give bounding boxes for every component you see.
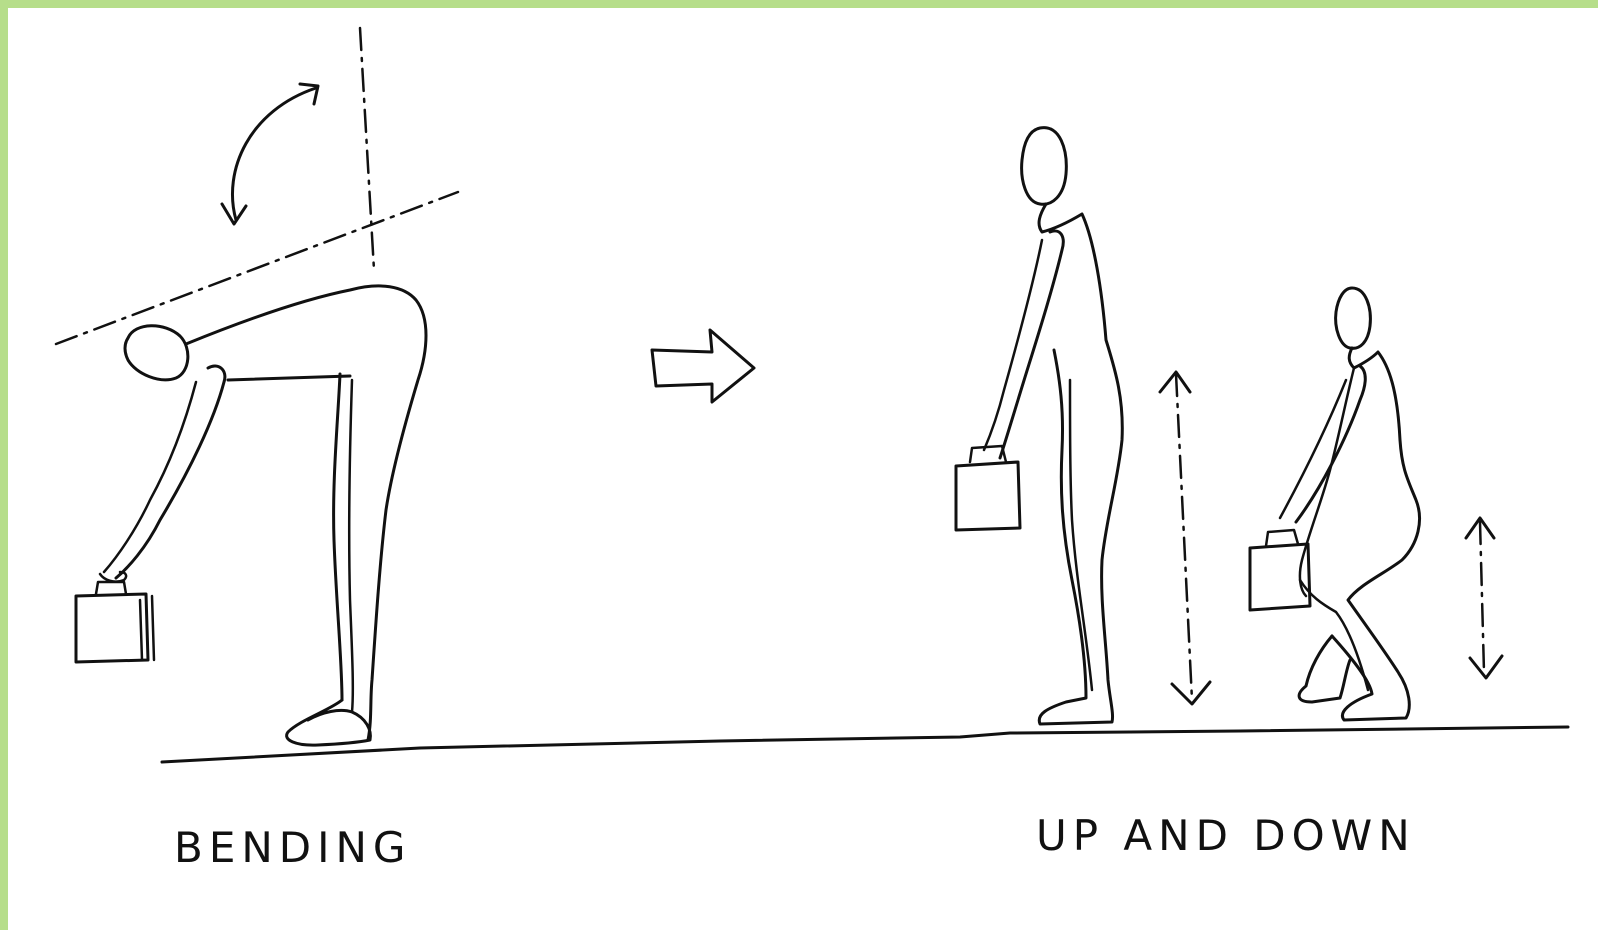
bending-front-leg	[334, 374, 342, 700]
right-arrow-icon	[652, 330, 754, 402]
bending-back	[186, 286, 426, 740]
bending-arm-inner	[104, 382, 196, 572]
standing-arm	[1000, 231, 1063, 458]
bending-feet	[287, 700, 371, 745]
standing-box	[956, 462, 1020, 530]
bending-belly	[228, 376, 350, 380]
up-and-down-caption: UP AND DOWN	[1036, 811, 1416, 860]
bending-hand	[100, 572, 126, 582]
standing-body	[1039, 204, 1122, 724]
squatting-arm	[1296, 366, 1365, 522]
standing-figure	[956, 128, 1210, 724]
vertical-double-arrow-icon	[1160, 372, 1210, 704]
curved-double-arrow-icon	[222, 84, 318, 224]
bending-arm	[116, 366, 225, 578]
bending-box-handle	[96, 582, 126, 594]
bending-head	[125, 326, 188, 380]
bending-back-reference	[56, 192, 458, 344]
bending-caption: BENDING	[174, 823, 411, 872]
vertical-double-arrow-icon	[1466, 518, 1502, 678]
bending-vertical-reference	[360, 28, 374, 270]
squatting-head	[1336, 288, 1371, 348]
bending-back-leg	[349, 380, 353, 712]
ground-line	[162, 727, 1568, 762]
standing-head	[1022, 128, 1067, 205]
bending-box	[76, 594, 148, 662]
bending-figure	[56, 28, 458, 745]
squatting-figure	[1250, 288, 1502, 720]
